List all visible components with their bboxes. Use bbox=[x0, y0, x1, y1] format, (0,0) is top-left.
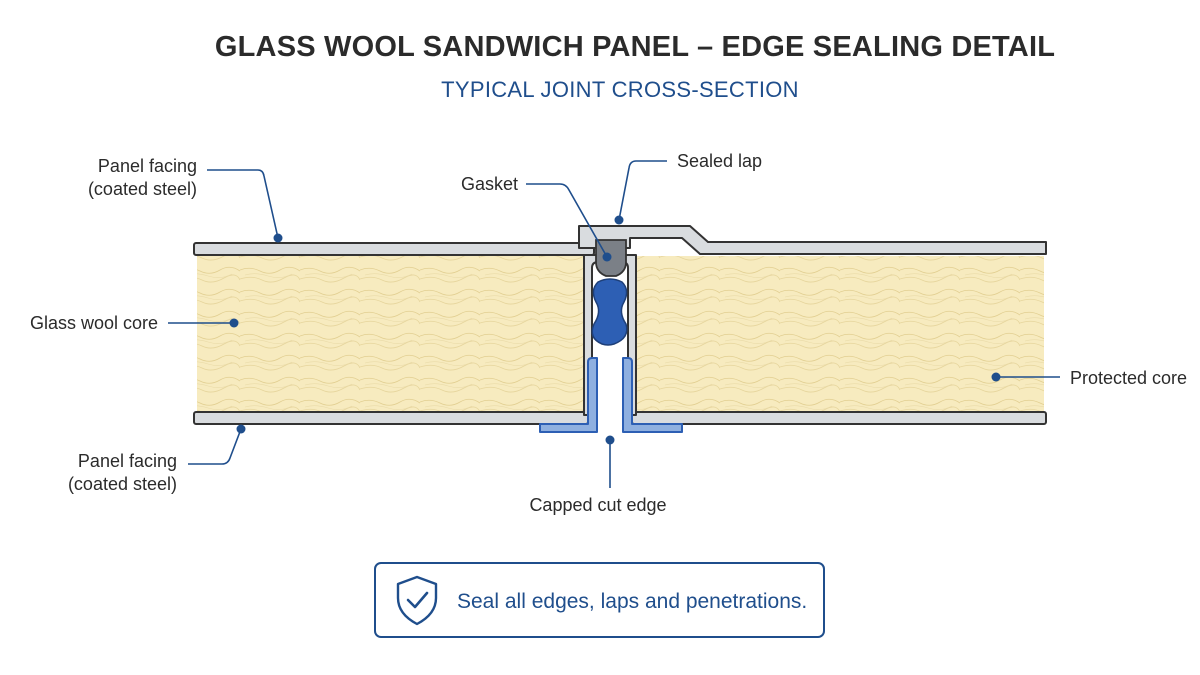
dot-glass-wool-core bbox=[229, 318, 239, 328]
label-glass-wool-core: Glass wool core bbox=[30, 313, 158, 333]
label-sealed-lap: Sealed lap bbox=[677, 151, 762, 171]
right-edge-cap bbox=[622, 357, 683, 433]
left-edge-cap bbox=[539, 357, 598, 433]
dot-protected-core bbox=[991, 372, 1001, 382]
right-bottom-facing bbox=[631, 411, 1047, 425]
right-glass-wool-core bbox=[636, 256, 1044, 412]
dot-panel-facing-top bbox=[273, 233, 283, 243]
left-glass-wool-core bbox=[197, 256, 583, 412]
label-gasket: Gasket bbox=[461, 174, 518, 194]
leader-panel-facing-bottom bbox=[188, 428, 242, 465]
leader-gasket bbox=[526, 183, 608, 258]
label-panel-facing-top-line2: (coated steel) bbox=[88, 179, 197, 199]
label-protected-core: Protected core bbox=[1070, 368, 1187, 388]
leader-panel-facing-top bbox=[207, 169, 279, 239]
note-box-frame bbox=[374, 562, 825, 638]
panel-cross-section bbox=[193, 225, 1047, 433]
page-title: GLASS WOOL SANDWICH PANEL – EDGE SEALING… bbox=[215, 31, 1055, 63]
label-capped-cut-edge: Capped cut edge bbox=[529, 495, 666, 515]
left-bottom-facing bbox=[193, 411, 589, 425]
shield-check-icon bbox=[396, 575, 438, 626]
dot-gasket bbox=[602, 252, 612, 262]
leader-sealed-lap bbox=[618, 160, 667, 221]
label-panel-facing-bottom-line1: Panel facing bbox=[78, 451, 177, 471]
page-subtitle: TYPICAL JOINT CROSS-SECTION bbox=[441, 77, 799, 102]
note-box: Seal all edges, laps and penetrations. bbox=[374, 562, 825, 638]
right-top-facing-lap bbox=[578, 225, 1047, 255]
label-panel-facing-bottom-line2: (coated steel) bbox=[68, 474, 177, 494]
note-text: Seal all edges, laps and penetrations. bbox=[457, 590, 807, 613]
left-top-facing bbox=[193, 242, 595, 256]
label-panel-facing-top-line1: Panel facing bbox=[98, 156, 197, 176]
dot-sealed-lap bbox=[614, 215, 624, 225]
sealant-bead bbox=[591, 278, 628, 346]
dot-panel-facing-bottom bbox=[236, 424, 246, 434]
